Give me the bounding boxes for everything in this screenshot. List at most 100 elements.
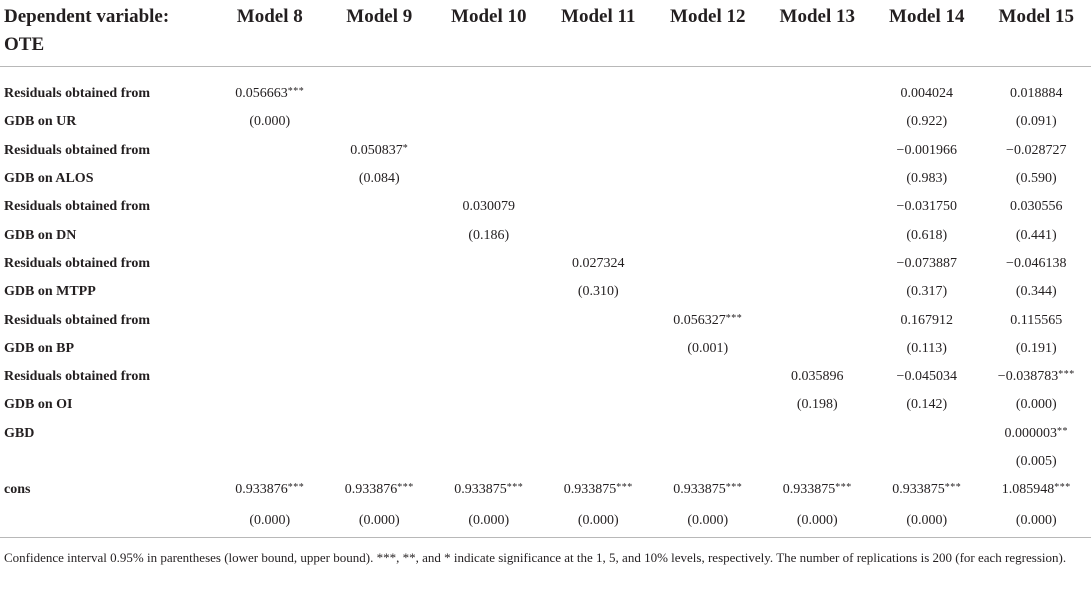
- table-cell: (0.000): [762, 504, 872, 539]
- table-cell: 0.933875***: [454, 482, 524, 498]
- table-cell: [544, 335, 654, 363]
- row-label: Residuals obtained from: [4, 255, 150, 271]
- table-cell: [215, 363, 325, 391]
- table-cell: [763, 137, 873, 165]
- row-label: GDB on MTPP: [4, 284, 96, 300]
- table-cell: 0.933875***: [673, 482, 743, 498]
- table-cell: (0.000): [872, 504, 982, 539]
- table-cell: [434, 250, 544, 278]
- table-cell: 0.933875***: [892, 482, 962, 498]
- table-cell: [215, 165, 325, 193]
- table-cell: [763, 250, 873, 278]
- significance-stars: ***: [616, 482, 633, 494]
- regression-table: Dependent variable:OTE Model 8 Model 9 Mod…: [0, 0, 1091, 539]
- model-header-label: Model 9: [346, 6, 413, 27]
- table-cell: [434, 335, 544, 363]
- row-label: [0, 448, 215, 476]
- table-row: GDB on UR(0.000)(0.922)(0.091): [0, 108, 1091, 136]
- table-cell: [434, 108, 544, 136]
- table-cell: [653, 250, 763, 278]
- model-header-label: Model 14: [889, 6, 965, 27]
- table-cell: [325, 391, 435, 419]
- table-cell: [653, 420, 763, 448]
- significance-stars: *: [402, 142, 409, 154]
- table-cell: (0.310): [577, 284, 619, 300]
- table-row: GDB on DN(0.186)(0.618)(0.441): [0, 221, 1091, 249]
- table-cell: [653, 80, 763, 108]
- significance-stars: ***: [397, 482, 414, 494]
- table-cell: 0.933876***: [235, 482, 305, 498]
- table-cell: −0.031750: [896, 199, 957, 215]
- dependent-variable-label: Dependent variable:: [4, 6, 170, 27]
- table-cell: (0.000): [1015, 397, 1057, 413]
- model-header-label: Model 10: [451, 6, 527, 27]
- table-cell: (0.000): [324, 504, 434, 539]
- table-row: GDB on BP(0.001)(0.113)(0.191): [0, 335, 1091, 363]
- model-header: Model 13: [762, 0, 872, 67]
- table-cell: (0.005): [1015, 454, 1057, 469]
- table-cell: [653, 193, 763, 221]
- row-label: GBD: [4, 425, 35, 441]
- table-cell: (0.000): [981, 504, 1091, 539]
- table-cell: [763, 420, 873, 448]
- table-cell: [434, 306, 544, 334]
- table-cell: (0.198): [796, 397, 838, 413]
- table-cell: (0.000): [215, 504, 325, 539]
- row-label: cons: [4, 482, 31, 498]
- table-cell: [544, 363, 654, 391]
- table-cell: [653, 448, 763, 476]
- table-cell: 1.085948***: [1001, 482, 1071, 498]
- dependent-variable-header: Dependent variable:OTE: [0, 0, 215, 67]
- table-cell: [325, 335, 435, 363]
- table-cell: 0.030079: [462, 199, 516, 215]
- table-cell: (0.317): [906, 284, 948, 300]
- table-cell: [325, 448, 435, 476]
- table-cell: (0.000): [653, 504, 763, 539]
- significance-stars: ***: [287, 482, 305, 494]
- table-cell: 0.050837*: [350, 142, 409, 158]
- spacer-cell: [0, 67, 1091, 81]
- table-cell: [325, 80, 435, 108]
- table-cell: [544, 80, 654, 108]
- significance-stars: ***: [506, 482, 524, 494]
- model-header: Model 12: [653, 0, 763, 67]
- model-header: Model 10: [434, 0, 544, 67]
- table-cell: [653, 137, 763, 165]
- row-label: GDB on BP: [4, 340, 75, 356]
- model-header-label: Model 8: [236, 6, 303, 27]
- table-cell: [653, 221, 763, 249]
- table-cell: (0.922): [906, 114, 948, 130]
- table-cell: [434, 391, 544, 419]
- table-cell: (0.113): [906, 340, 947, 356]
- table-cell: 0.167912: [900, 312, 954, 328]
- table-cell: (0.000): [543, 504, 653, 539]
- table-cell: [872, 420, 982, 448]
- row-label: Residuals obtained from: [4, 369, 150, 385]
- table-cell: [434, 165, 544, 193]
- table-cell: [215, 391, 325, 419]
- row-label: [0, 504, 215, 539]
- table-cell: [325, 193, 435, 221]
- table-cell: [653, 165, 763, 193]
- table-cell: [325, 420, 435, 448]
- table-cell: [544, 306, 654, 334]
- table-cell: [215, 420, 325, 448]
- table-cell: (0.000): [249, 114, 291, 130]
- table-cell: [763, 278, 873, 306]
- table-row: GDB on ALOS(0.084)(0.983)(0.590): [0, 165, 1091, 193]
- significance-stars: ***: [725, 312, 743, 324]
- row-label: Residuals obtained from: [4, 312, 150, 328]
- table-cell: −0.046138: [1006, 255, 1067, 271]
- table-cell: [763, 221, 873, 249]
- significance-stars: ***: [725, 482, 743, 494]
- model-header: Model 14: [872, 0, 982, 67]
- table-cell: (0.344): [1015, 284, 1057, 300]
- table-cell: [763, 108, 873, 136]
- table-cell: [763, 335, 873, 363]
